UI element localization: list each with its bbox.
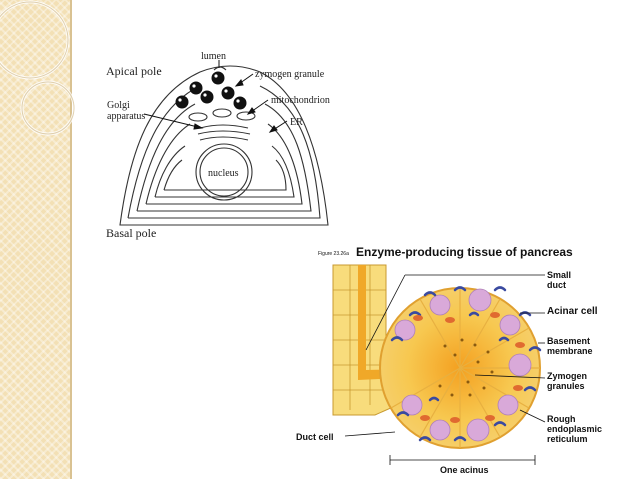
acinar-cell-label: Acinar cell: [547, 306, 598, 317]
apical-pole-label: Apical pole: [106, 64, 162, 78]
rough-er-label-3: reticulum: [547, 434, 588, 444]
golgi-label-line2: apparatus: [107, 111, 146, 122]
zymogen-granules: [175, 71, 247, 110]
rough-er: [390, 286, 542, 442]
golgi-label-line1: Golgi: [107, 100, 130, 111]
figure-title: Enzyme-producing tissue of pancreas: [356, 245, 573, 259]
basement-membrane-label-2: membrane: [547, 346, 593, 356]
basal-pole-label: Basal pole: [106, 226, 157, 240]
small-duct-label-1: Small: [547, 270, 572, 280]
duct-cell-label: Duct cell: [296, 432, 334, 442]
acinar-nuclei: [394, 288, 532, 442]
lumen-label: lumen: [201, 51, 226, 62]
zymogen-granules-label-2: granules: [547, 381, 585, 391]
sidebar-divider: [70, 0, 72, 479]
small-duct-label-2: duct: [547, 280, 566, 290]
zymogen-dots: [438, 338, 494, 397]
mitochondrion-label: mitochondrion: [271, 95, 330, 106]
rough-er-label-1: Rough: [547, 414, 576, 424]
one-acinus-label: One acinus: [440, 465, 489, 475]
zymogen-granule-label: zymogen granule: [255, 69, 325, 80]
er-label: ER: [290, 117, 303, 128]
figure-number: Figure 23.26a: [318, 251, 349, 257]
zymogen-granules-label-1: Zymogen: [547, 371, 588, 381]
sidebar-decoration: [0, 0, 70, 479]
nucleus-label: nucleus: [208, 168, 239, 179]
decorative-circles: [0, 0, 76, 136]
basement-membrane-label-1: Basement: [547, 336, 591, 346]
rough-er-label-2: endoplasmic: [547, 424, 603, 434]
cell-membrane: [119, 65, 329, 226]
mitochondria: [413, 312, 525, 423]
